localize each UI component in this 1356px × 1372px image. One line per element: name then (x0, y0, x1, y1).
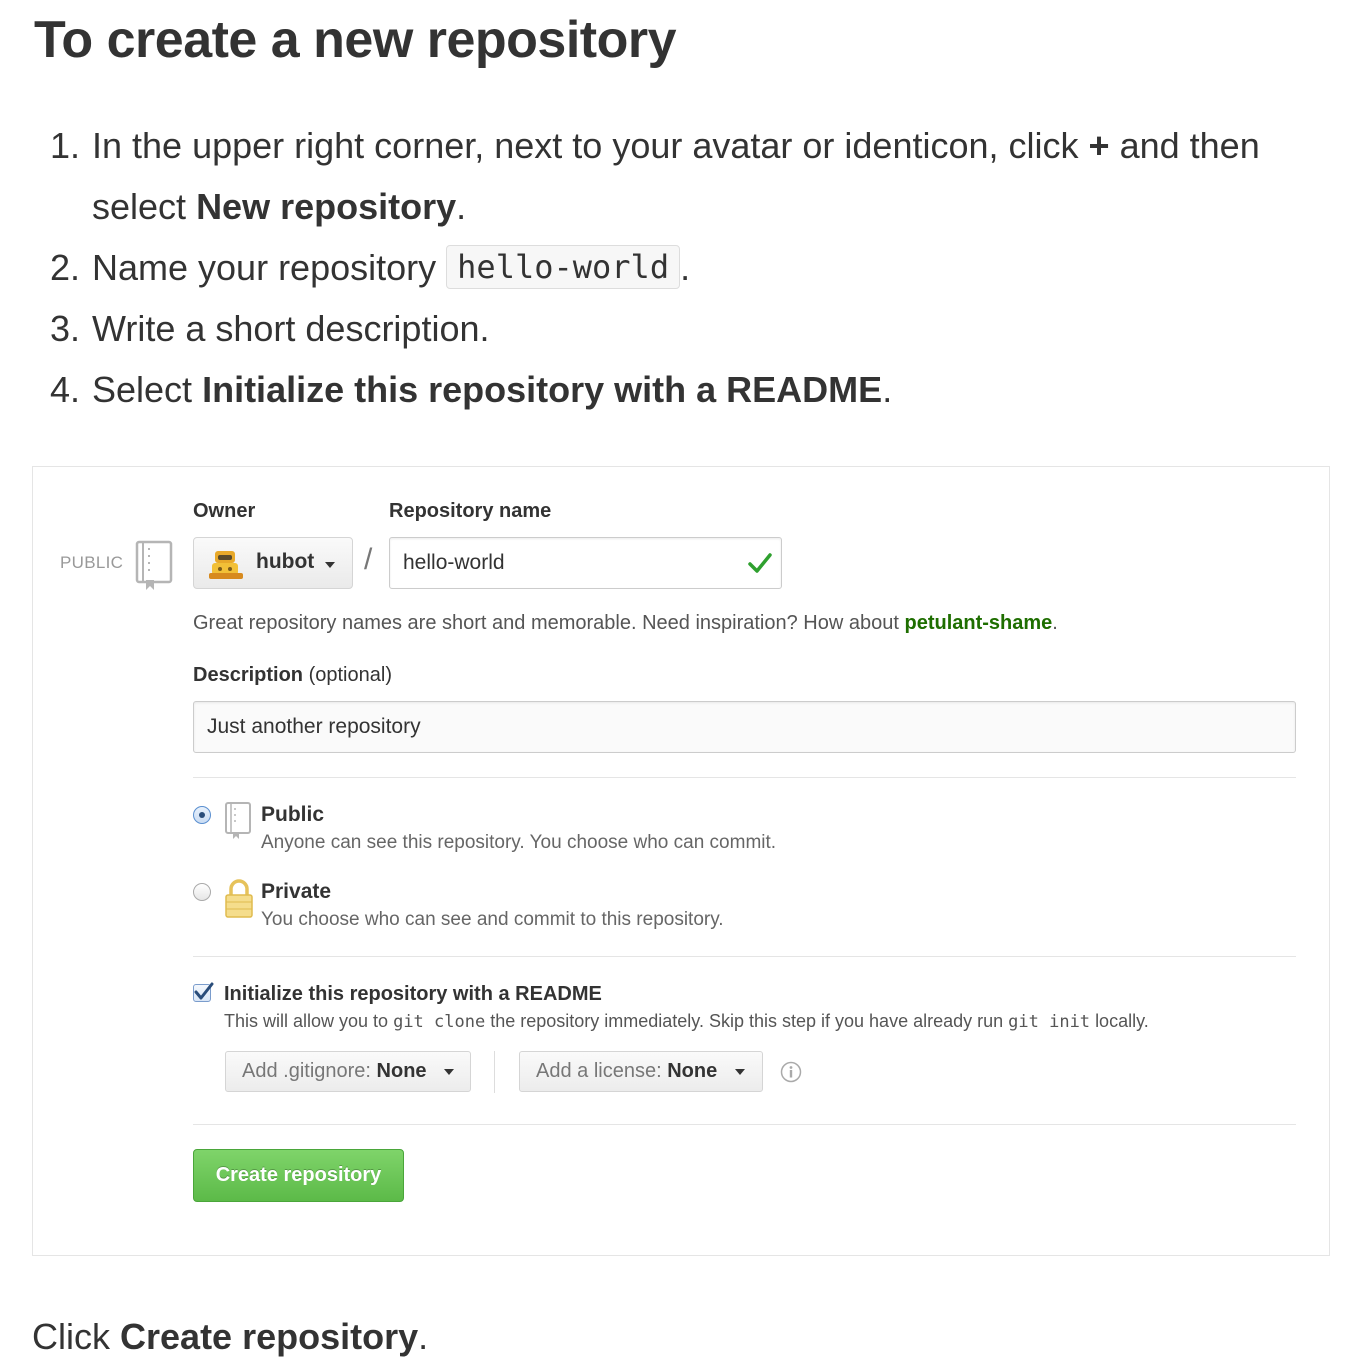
step-3: 3. Write a short description. (50, 298, 1330, 359)
private-option-title: Private (261, 880, 332, 903)
suggestion-link[interactable]: petulant-shame (904, 612, 1053, 634)
step-1: 1. In the upper right corner, next to yo… (50, 115, 1330, 237)
chevron-down-icon (735, 1069, 745, 1075)
public-radio[interactable] (193, 806, 211, 824)
repo-book-icon (135, 540, 175, 597)
gitignore-select[interactable]: Add .gitignore: None (225, 1051, 471, 1092)
public-option-description: Anyone can see this repository. You choo… (261, 832, 777, 853)
instruction-text: Click (32, 1316, 110, 1357)
description-value: Just another repository (207, 715, 421, 738)
hint-punct: . (1052, 612, 1058, 634)
lock-icon (223, 878, 255, 925)
readme-option-description: This will allow you to git clone the rep… (224, 1011, 1149, 1032)
step-text: In the upper right corner, next to your … (92, 125, 1079, 166)
license-select[interactable]: Add a license: None (519, 1051, 763, 1092)
chevron-down-icon (444, 1069, 454, 1075)
step-text: Name your repository (92, 247, 437, 288)
readme-text: the repository immediately. Skip this st… (490, 1011, 1004, 1031)
divider (193, 777, 1296, 778)
create-repository-button[interactable]: Create repository (193, 1149, 404, 1202)
description-label: Description (optional) (193, 664, 392, 687)
hint-text: Great repository names are short and mem… (193, 612, 899, 634)
plus-icon: + (1088, 125, 1110, 166)
owner-select[interactable]: hubot (193, 537, 353, 589)
page-title: To create a new repository (34, 11, 677, 69)
description-label-text: Description (193, 664, 304, 686)
step-number: 3. (50, 308, 81, 349)
avatar (208, 549, 244, 586)
checkmark-icon (194, 982, 214, 1000)
steps-list: 1. In the upper right corner, next to yo… (50, 115, 1330, 420)
final-instruction: Click Create repository. (32, 1316, 428, 1358)
owner-label: Owner (193, 500, 256, 522)
public-book-icon (224, 801, 254, 846)
step-punct: . (882, 369, 893, 410)
step-4: 4. Select Initialize this repository wit… (50, 359, 1330, 420)
checkmark-icon (748, 552, 772, 579)
repository-name-input[interactable]: hello-world (389, 537, 782, 589)
step-number: 2. (50, 247, 81, 288)
chevron-down-icon (325, 562, 335, 568)
code-snippet: git init (1008, 1012, 1091, 1032)
optional-note: (optional) (308, 664, 392, 686)
step-text: Select (92, 369, 193, 410)
divider (494, 1051, 495, 1093)
step-emphasis: New repository (196, 186, 457, 227)
info-icon[interactable] (780, 1061, 802, 1088)
owner-name: hubot (256, 550, 315, 573)
readme-checkbox[interactable] (193, 982, 214, 1002)
instruction-emphasis: Create repository (120, 1316, 419, 1357)
step-number: 1. (50, 125, 81, 166)
repo-name-label: Repository name (389, 500, 552, 522)
step-punct: . (680, 247, 691, 288)
step-text: Write a short description. (92, 308, 490, 349)
step-emphasis: Initialize this repository with a README (202, 369, 883, 410)
readme-text: locally. (1095, 1011, 1149, 1031)
divider (193, 1124, 1296, 1125)
private-radio[interactable] (193, 883, 211, 901)
repository-name-value: hello-world (403, 551, 505, 574)
description-input[interactable]: Just another repository (193, 701, 1296, 753)
public-tag: PUBLIC (60, 553, 124, 572)
code-snippet: hello-world (446, 245, 681, 289)
readme-option-title: Initialize this repository with a README (224, 983, 602, 1005)
gitignore-value: None (376, 1060, 427, 1082)
step-punct: . (456, 186, 467, 227)
private-option-description: You choose who can see and commit to thi… (261, 909, 724, 930)
instruction-punct: . (418, 1316, 429, 1357)
step-text: and then select (92, 125, 1260, 227)
readme-text: This will allow you to (224, 1011, 389, 1031)
path-separator: / (364, 543, 373, 576)
repo-name-hint: Great repository names are short and mem… (193, 612, 1058, 635)
license-value: None (667, 1060, 718, 1082)
gitignore-label: Add .gitignore: (242, 1060, 371, 1082)
divider (193, 956, 1296, 957)
step-2: 2. Name your repository hello-world. (50, 237, 1330, 298)
step-number: 4. (50, 369, 81, 410)
license-label: Add a license: (536, 1060, 662, 1082)
public-option-title: Public (261, 803, 325, 826)
code-snippet: git clone (393, 1012, 486, 1032)
